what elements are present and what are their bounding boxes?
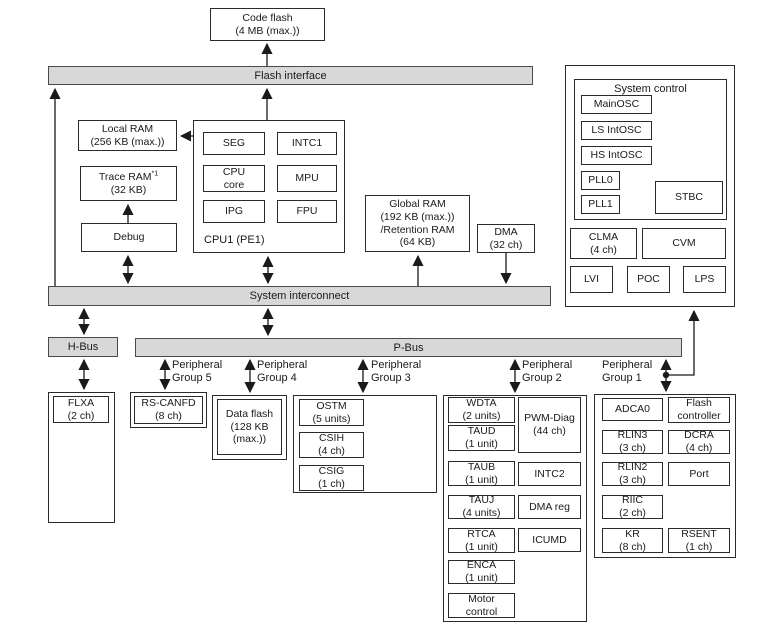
fpu-box: FPU: [277, 200, 337, 223]
pwm-diag-box: PWM-Diag (44 ch): [518, 397, 581, 453]
cpu1-label: CPU1 (PE1): [204, 234, 265, 246]
clma-box: CLMA (4 ch): [570, 228, 637, 259]
debug-box: Debug: [81, 223, 177, 252]
hs-intosc-box: HS IntOSC: [581, 146, 652, 165]
enca-box: ENCA (1 unit): [448, 559, 515, 584]
intc2-box: INTC2: [518, 462, 581, 486]
flash-controller-box: Flash controller: [668, 397, 730, 423]
ls-intosc-box: LS IntOSC: [581, 121, 652, 140]
mpu-box: MPU: [277, 165, 337, 192]
intc1-box: INTC1: [277, 132, 337, 155]
tauj-box: TAUJ (4 units): [448, 494, 515, 519]
cvm-box: CVM: [642, 228, 726, 259]
rlin3-box: RLIN3 (3 ch): [602, 429, 663, 454]
system-interconnect-bus: System interconnect: [48, 286, 551, 306]
rsent-box: RSENT (1 ch): [668, 528, 730, 553]
flash-interface-bus: Flash interface: [48, 66, 533, 85]
h-bus: H-Bus: [48, 337, 118, 357]
rlin2-box: RLIN2 (3 ch): [602, 461, 663, 486]
system-control-title: System control: [614, 83, 687, 95]
dcra-box: DCRA (4 ch): [668, 429, 730, 454]
code-flash-box: Code flash (4 MB (max.)): [210, 8, 325, 41]
cpu-core-box: CPU core: [203, 165, 265, 192]
local-ram-box: Local RAM (256 KB (max.)): [78, 120, 177, 151]
pll0-box: PLL0: [581, 171, 620, 190]
ostm-box: OSTM (5 units): [299, 399, 364, 426]
rs-canfd-box: RS-CANFD (8 ch): [134, 396, 203, 424]
flxa-box: FLXA (2 ch): [53, 396, 109, 423]
dma-reg-box: DMA reg: [518, 495, 581, 519]
riic-box: RIIC (2 ch): [602, 494, 663, 519]
rtca-box: RTCA (1 unit): [448, 528, 515, 553]
kr-box: KR (8 ch): [602, 528, 663, 553]
p-bus: P-Bus: [135, 338, 682, 357]
stbc-box: STBC: [655, 181, 723, 214]
lps-box: LPS: [683, 266, 726, 293]
ipg-box: IPG: [203, 200, 265, 223]
csih-box: CSIH (4 ch): [299, 432, 364, 458]
global-ram-box: Global RAM (192 KB (max.)) /Retention RA…: [365, 195, 470, 252]
junction-dot: [662, 371, 670, 379]
motor-control-box: Motor control: [448, 593, 515, 618]
wdta-box: WDTA (2 units): [448, 397, 515, 423]
seg-box: SEG: [203, 132, 265, 155]
csig-box: CSIG (1 ch): [299, 465, 364, 491]
pll1-box: PLL1: [581, 195, 620, 214]
poc-box: POC: [627, 266, 670, 293]
lvi-box: LVI: [570, 266, 613, 293]
port-box: Port: [668, 462, 730, 486]
dma-box: DMA (32 ch): [477, 224, 535, 253]
icumd-box: ICUMD: [518, 528, 581, 552]
mainosc-box: MainOSC: [581, 95, 652, 114]
trace-ram-box: Trace RAM*1 (32 KB): [80, 166, 177, 201]
data-flash-box: Data flash (128 KB (max.)): [217, 399, 282, 455]
adca0-box: ADCA0: [602, 398, 663, 421]
taub-box: TAUB (1 unit): [448, 461, 515, 486]
taud-box: TAUD (1 unit): [448, 425, 515, 451]
